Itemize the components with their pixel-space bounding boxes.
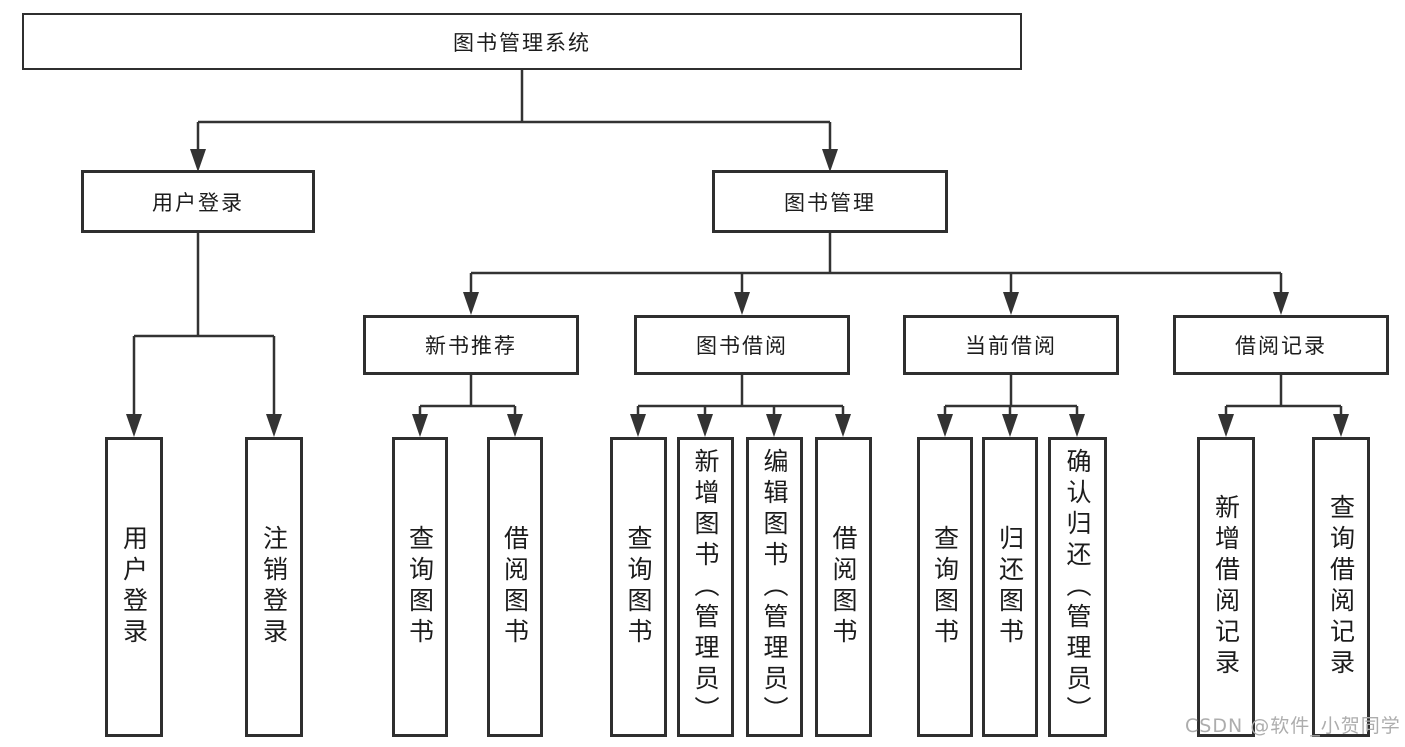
leaf-cb-query-books-label: 查询图书 [930,525,960,649]
node-root-label: 图书管理系统 [453,30,591,55]
node-borrowing-records-label: 借阅记录 [1235,334,1327,358]
node-book-borrowing: 图书借阅 [634,315,850,375]
leaf-br-add-borrow-record-label: 新增借阅记录 [1211,494,1241,680]
node-book-management: 图书管理 [712,170,948,233]
leaf-bb-edit-books-admin-label: 编辑图书（管理员） [760,447,789,727]
node-user-login-label: 用户登录 [152,190,244,215]
leaf-user-login-label: 用户登录 [119,525,149,649]
node-book-management-label: 图书管理 [784,190,876,215]
leaf-bb-borrow-books-label: 借阅图书 [829,525,858,649]
watermark: CSDN @软件_小贺同学 [1185,715,1401,737]
leaf-nbr-query-books: 查询图书 [392,437,448,737]
leaf-cb-query-books: 查询图书 [917,437,973,737]
leaf-logout: 注销登录 [245,437,303,737]
leaf-br-add-borrow-record: 新增借阅记录 [1197,437,1255,737]
leaf-cb-return-books: 归还图书 [982,437,1038,737]
leaf-bb-query-books: 查询图书 [610,437,667,737]
node-current-borrowing-label: 当前借阅 [965,334,1057,358]
leaf-bb-add-books-admin-label: 新增图书（管理员） [691,447,720,727]
node-current-borrowing: 当前借阅 [903,315,1119,375]
node-root: 图书管理系统 [22,13,1022,70]
leaf-cb-return-books-label: 归还图书 [995,525,1025,649]
leaf-nbr-borrow-books: 借阅图书 [487,437,543,737]
leaf-bb-edit-books-admin: 编辑图书（管理员） [746,437,803,737]
leaf-br-query-borrow-record: 查询借阅记录 [1312,437,1370,737]
node-new-book-recommend: 新书推荐 [363,315,579,375]
node-borrowing-records: 借阅记录 [1173,315,1389,375]
node-user-login: 用户登录 [81,170,315,233]
leaf-cb-confirm-return-admin: 确认归还（管理员） [1048,437,1107,737]
node-new-book-recommend-label: 新书推荐 [425,334,517,358]
node-book-borrowing-label: 图书借阅 [696,334,788,358]
leaf-nbr-query-books-label: 查询图书 [405,525,435,649]
leaf-nbr-borrow-books-label: 借阅图书 [500,525,530,649]
leaf-bb-query-books-label: 查询图书 [624,525,653,649]
arrowheads [126,149,1349,437]
leaf-br-query-borrow-record-label: 查询借阅记录 [1326,494,1356,680]
leaf-cb-confirm-return-admin-label: 确认归还（管理员） [1063,447,1092,727]
leaf-bb-borrow-books: 借阅图书 [815,437,872,737]
leaf-bb-add-books-admin: 新增图书（管理员） [677,437,734,737]
leaf-user-login: 用户登录 [105,437,163,737]
leaf-logout-label: 注销登录 [259,525,289,649]
